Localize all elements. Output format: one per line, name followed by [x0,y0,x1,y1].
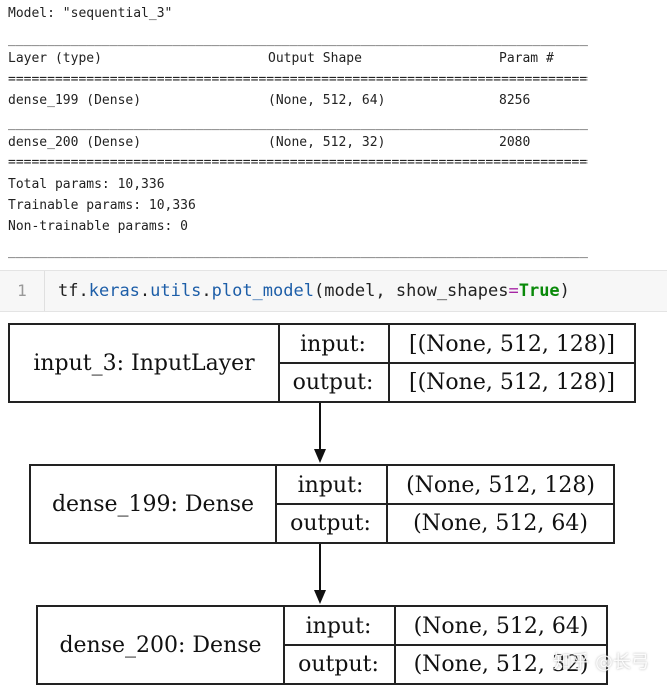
node-input-label: input: [283,607,396,645]
node-input-shape: [(None, 512, 128)] [409,331,615,357]
code-cell[interactable]: 1 tf.keras.utils.plot_model(model, show_… [0,270,667,312]
total-params: Total params: 10,336 [8,177,165,192]
diagram-node-input-layer: input_3: InputLayer input: output: [(Non… [8,323,636,403]
row-param-count: 8256 [499,93,531,108]
diagram-node-dense-199: dense_199: Dense input: output: (None, 5… [29,464,615,544]
line-number: 1 [0,271,45,311]
code-token-function: plot_model [211,281,314,301]
row-param-count: 2080 [499,135,531,150]
node-output-label: output: [275,504,388,542]
model-name-line: Model: "sequential_3" [8,6,173,21]
row-layer: dense_199 (Dense) [8,93,142,108]
node-title: input_3: InputLayer [10,325,280,401]
summary-rule-dash: ________________________________________… [8,32,588,47]
node-divider [278,362,634,364]
code-line[interactable]: tf.keras.utils.plot_model(model, show_sh… [58,281,570,301]
header-param-count: Param # [499,51,554,66]
code-token-keyword: True [518,281,560,301]
node-output-shape: (None, 512, 32) [413,651,589,677]
node-divider [283,644,606,646]
node-title: dense_199: Dense [31,466,277,542]
summary-rule-dash: ________________________________________… [8,244,588,259]
arrow-down-icon [314,544,326,604]
summary-rule-dash: ________________________________________… [8,116,588,131]
code-token-kwarg: show_shapes [395,281,509,301]
watermark: 知乎 @长弓 [553,652,649,673]
node-output-label: output: [278,363,390,401]
node-input-label: input: [275,466,388,504]
node-input-label: input: [278,325,390,363]
row-output-shape: (None, 512, 32) [268,135,386,150]
summary-rule-eq: ========================================… [8,72,588,87]
code-token-paren: ( [313,281,325,301]
trainable-params: Trainable params: 10,336 [8,198,196,213]
row-layer: dense_200 (Dense) [8,135,142,150]
code-token-paren: ) [559,281,570,301]
node-input-shape: (None, 512, 64) [413,613,589,639]
model-summary-output: Model: "sequential_3" __________________… [0,0,667,262]
code-token-operator: = [508,281,519,301]
code-token-attr: keras [88,281,140,301]
arrow-down-icon [314,403,326,463]
code-token-module: tf [58,281,79,301]
diagram-node-dense-200: dense_200: Dense input: output: (None, 5… [36,605,608,685]
node-output-shape: [(None, 512, 128)] [409,369,615,395]
node-divider [275,503,613,505]
summary-rule-eq: ========================================… [8,155,588,170]
header-output-shape: Output Shape [268,51,362,66]
node-input-shape: (None, 512, 128) [406,472,595,498]
non-trainable-params: Non-trainable params: 0 [8,219,189,234]
row-output-shape: (None, 512, 64) [268,93,386,108]
node-output-shape: (None, 512, 64) [413,510,588,536]
code-token-attr: utils [150,281,202,301]
code-token-arg: model, [324,281,396,301]
header-layer: Layer (type) [8,51,102,66]
node-title: dense_200: Dense [38,607,285,683]
node-output-label: output: [283,645,396,683]
